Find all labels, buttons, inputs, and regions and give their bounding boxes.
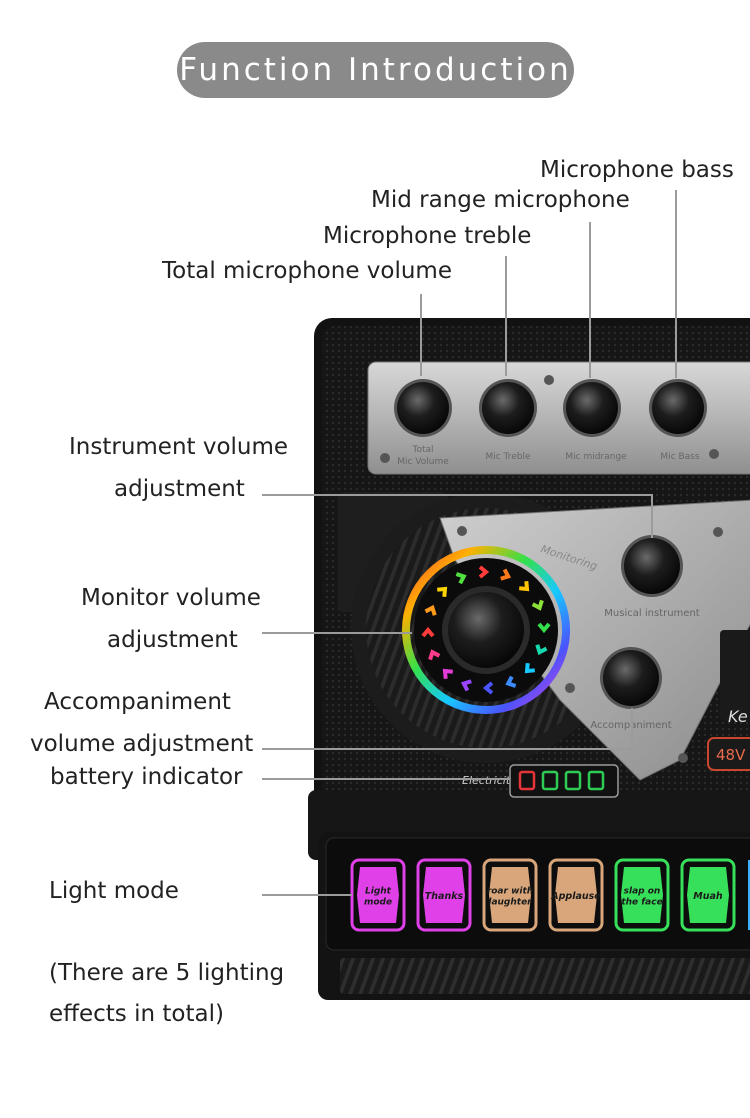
chevron-light [421, 626, 435, 638]
chevron-light [531, 599, 544, 611]
label-note-2: effects in total) [49, 1001, 224, 1027]
label-battery: battery indicator [50, 764, 243, 790]
chevron-light [500, 568, 512, 581]
sound-pad-label: Applause [550, 891, 601, 902]
label-monitor-1: Monitor volume [81, 585, 261, 611]
chevron-light [537, 622, 551, 634]
label-instrument-2: adjustment [114, 476, 245, 502]
label-total-volume: Total microphone volume [162, 258, 452, 284]
sound-pad-label: slap on [624, 887, 661, 897]
chevron-light [524, 663, 535, 674]
knob-label-treble: Mic Treble [485, 452, 531, 462]
instrument-label: Musical instrument [604, 608, 699, 619]
sound-pad-6[interactable]: Muah [680, 858, 736, 932]
label-instrument-1: Instrument volume [69, 434, 289, 460]
knob-accompaniment [600, 647, 662, 709]
chevron-light [535, 644, 548, 656]
sound-pad-2[interactable]: Thanks [416, 858, 472, 932]
knob-bass [649, 379, 707, 437]
leader-monitor [262, 632, 412, 634]
label-mic-bass: Microphone bass [540, 157, 734, 183]
battery-bar-4 [587, 770, 605, 791]
battery-bar-2 [541, 770, 559, 791]
chevron-light [442, 668, 453, 679]
leader-accomp-v [631, 708, 633, 750]
knob-label-total: Total [411, 445, 433, 455]
label-mic-treble: Microphone treble [323, 223, 532, 249]
sound-pad-label: mode [364, 898, 392, 908]
chevron-light [428, 649, 441, 661]
knob-midrange [563, 379, 621, 437]
knob-instrument [621, 535, 683, 597]
knob-label-midrange: Mic midrange [565, 452, 627, 462]
chevron-light [478, 565, 490, 579]
leader-instrument-v [651, 494, 653, 538]
sound-pad-label: laughter [488, 898, 532, 908]
chevron-light [437, 586, 448, 597]
battery-bar-3 [564, 770, 582, 791]
leader-instrument [262, 494, 652, 496]
leader-total [420, 294, 422, 376]
phantom-48v: 48V [716, 746, 746, 764]
chevron-light [482, 681, 494, 695]
leader-accomp [262, 748, 632, 750]
battery-bar-1 [518, 770, 536, 791]
sound-pad-label: the face [621, 898, 662, 908]
knob-label-bass: Mic Bass [660, 452, 699, 462]
chevron-light [460, 679, 472, 692]
monitor-rgb-ring [402, 546, 570, 714]
label-mid-range: Mid range microphone [371, 187, 630, 213]
sound-pad-label: roar with [487, 887, 533, 897]
leader-mid [589, 222, 591, 378]
knob-total-volume [394, 379, 452, 437]
sound-pad-label: Thanks [425, 891, 464, 902]
chevron-light [505, 675, 517, 688]
sound-pad-label: Light [365, 887, 392, 897]
brand-partial: Ke [728, 707, 748, 726]
leader-battery [262, 778, 510, 780]
label-accomp-1: Accompaniment [44, 689, 231, 715]
label-monitor-2: adjustment [107, 627, 238, 653]
label-accomp-2: volume adjustment [30, 731, 254, 757]
label-light-mode: Light mode [49, 878, 179, 904]
knob-label-total-2: Mic Volume [397, 457, 449, 467]
leader-treble [505, 256, 507, 376]
chevron-light [424, 604, 437, 616]
sound-pad-label: Muah [693, 891, 723, 902]
chevron-light [519, 581, 530, 592]
page-title: Function Introduction [177, 42, 574, 98]
label-note-1: (There are 5 lighting [49, 960, 285, 986]
chevron-light [455, 572, 467, 585]
sound-pad-4[interactable]: Applause [548, 858, 604, 932]
knob-treble [479, 379, 537, 437]
electricity-text: Electricity [462, 774, 517, 787]
leader-light [262, 894, 352, 896]
leader-bass [675, 190, 677, 378]
